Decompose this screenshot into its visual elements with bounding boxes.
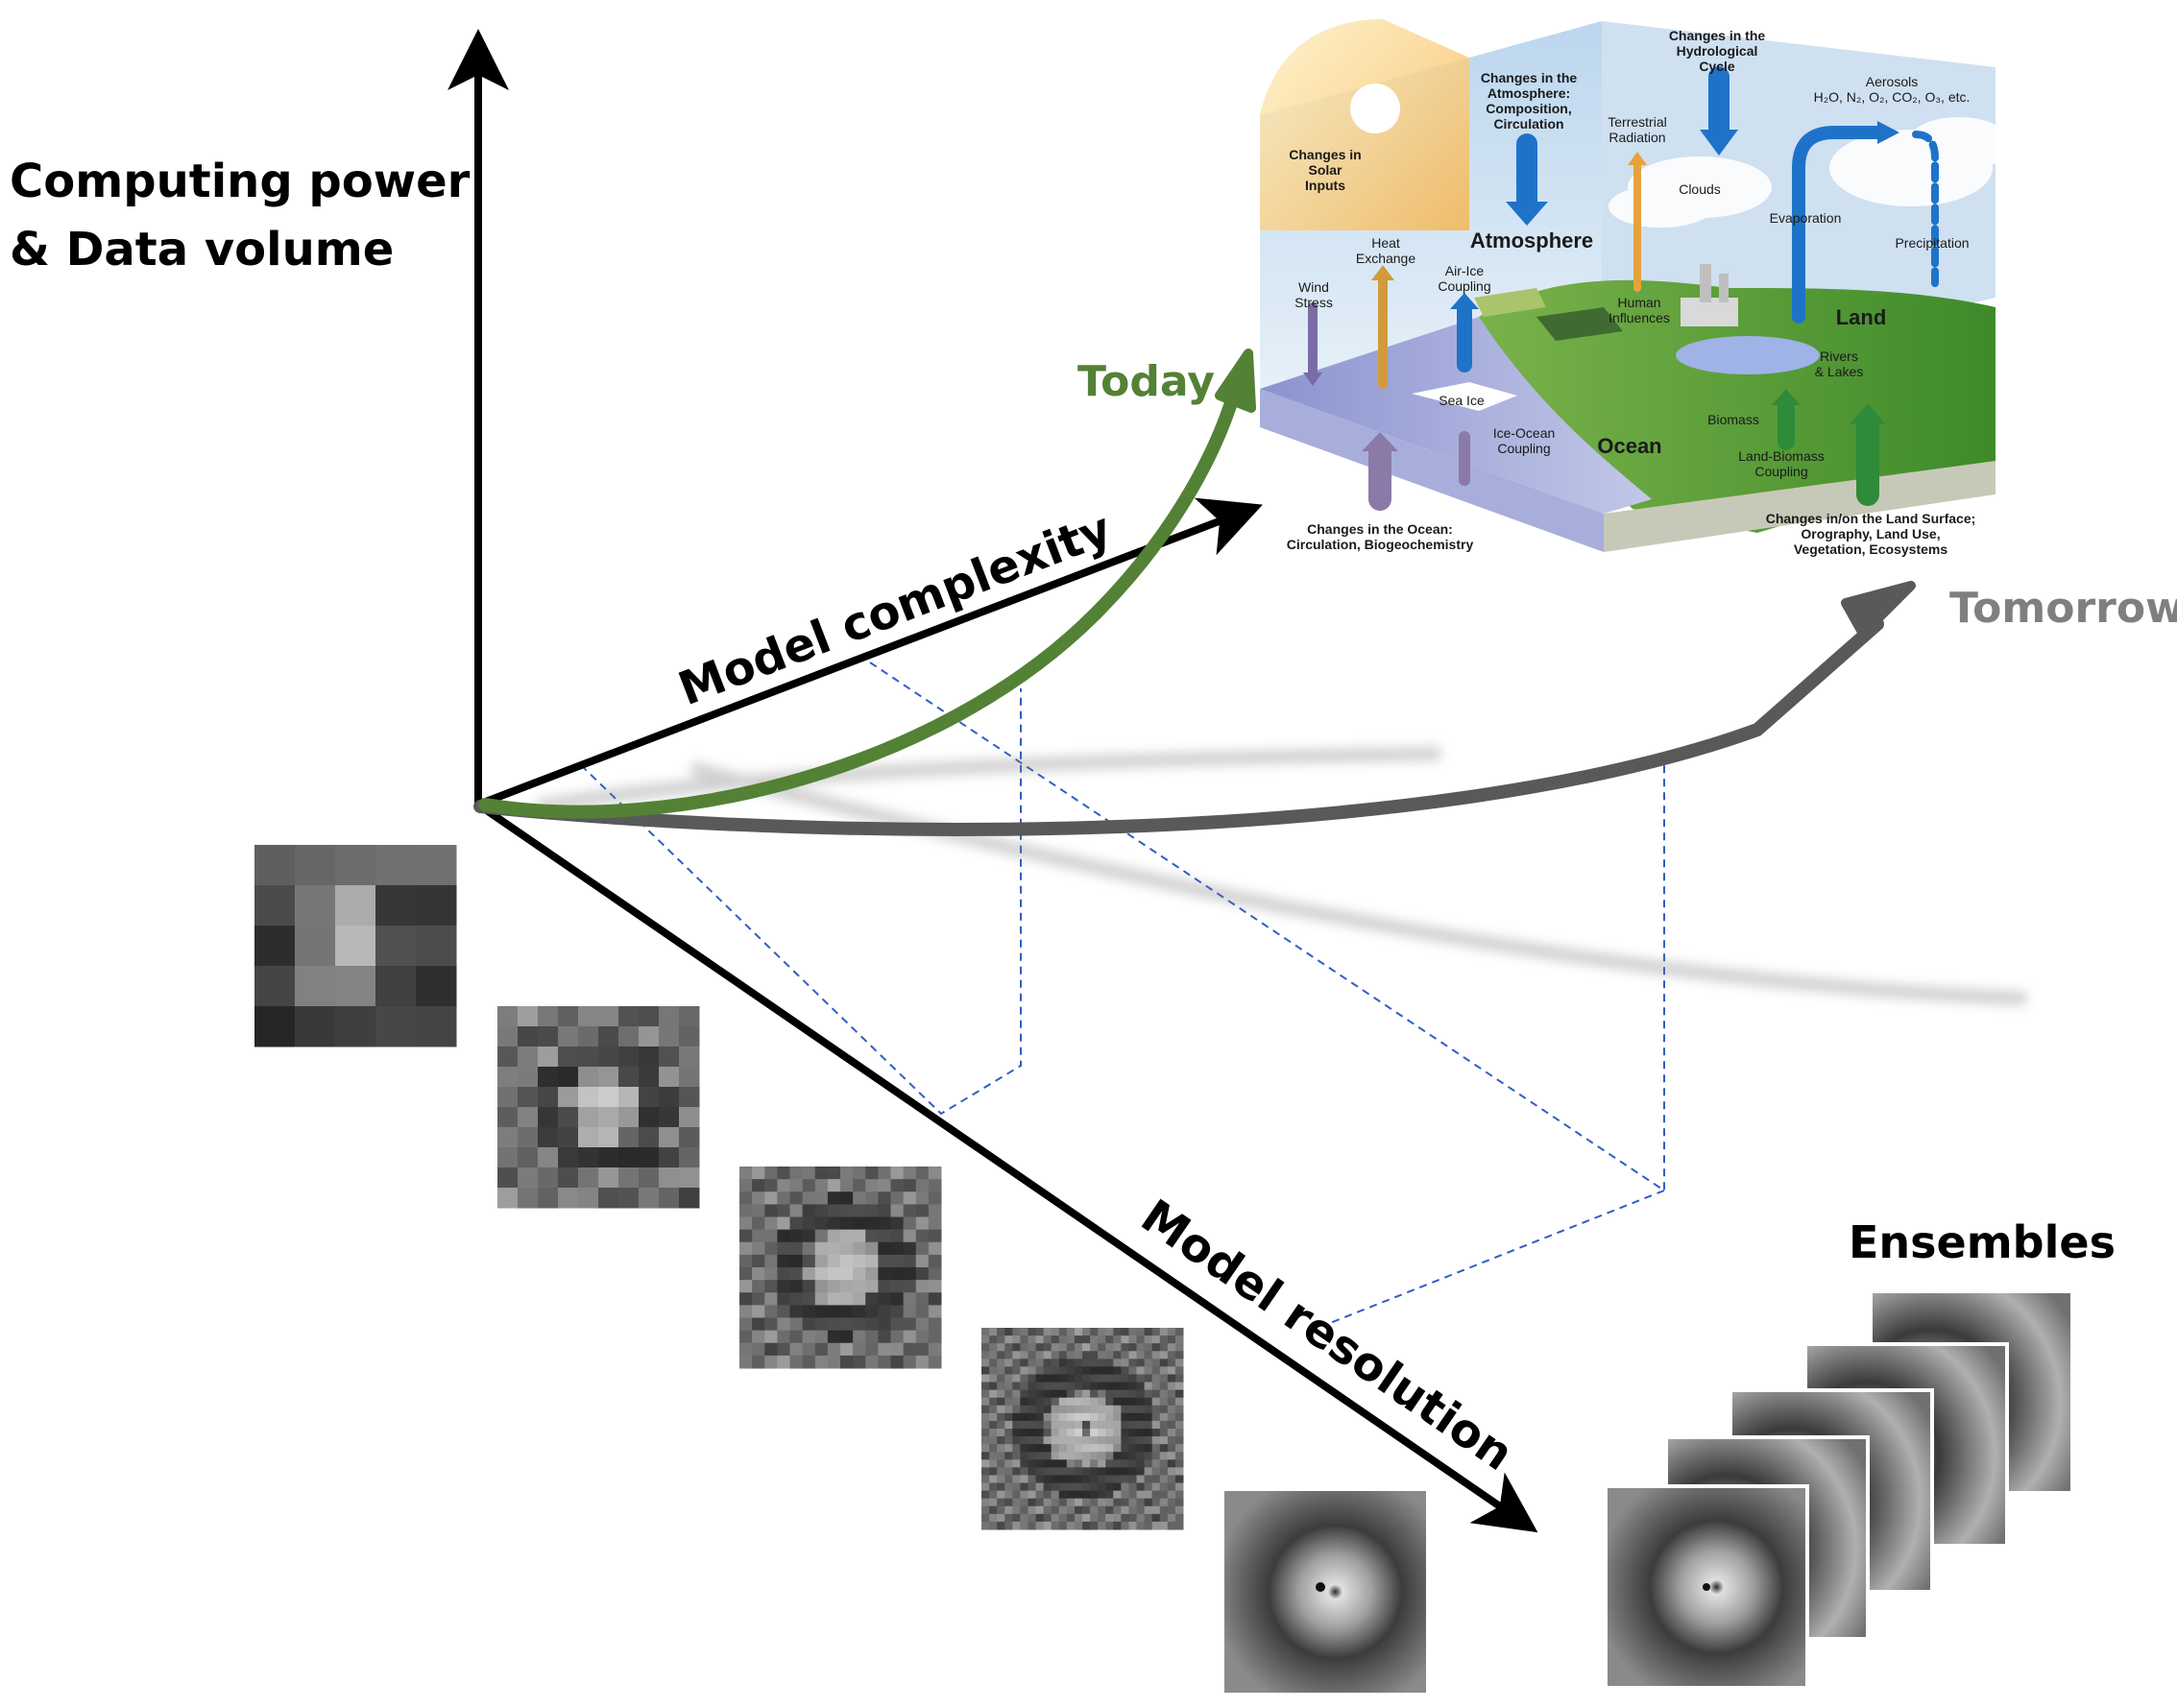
land-change-label-l3: Vegetation, Ecosystems [1794, 541, 1948, 557]
resolution-images [254, 845, 1426, 1693]
rivers-label-l1: Rivers [1820, 349, 1858, 364]
human-label-l2: Influences [1609, 310, 1670, 325]
ocean-change-label-l2: Circulation, Biogeochemistry [1287, 537, 1474, 552]
tomorrow-trajectory [473, 581, 1916, 836]
y-axis-label-line2: & Data volume [10, 223, 394, 277]
rivers-label-l2: & Lakes [1815, 364, 1864, 379]
wind-label-l2: Stress [1294, 295, 1333, 310]
airice-label-l2: Coupling [1438, 278, 1490, 294]
projection-lines [580, 662, 1665, 1326]
airice-label-l1: Air-Ice [1445, 263, 1485, 278]
human-label-l1: Human [1617, 295, 1660, 310]
precipitation-label: Precipitation [1895, 235, 1969, 251]
sea-ice-label: Sea Ice [1439, 393, 1485, 408]
ensembles-label: Ensembles [1849, 1216, 2116, 1268]
today-trajectory [478, 349, 1256, 819]
biomass-label: Biomass [1707, 412, 1759, 427]
tomorrow-label: Tomorrow [1949, 584, 2177, 633]
clouds-label: Clouds [1679, 181, 1721, 197]
hydrological-label-l2: Hydrological [1677, 43, 1758, 59]
heat-label-l1: Heat [1371, 235, 1400, 251]
resolution-tile-4 [981, 1328, 1184, 1530]
hydrological-label-l3: Cycle [1699, 59, 1735, 74]
terrestrial-label-l1: Terrestrial [1608, 114, 1666, 130]
atmos-change-label-l2: Atmosphere: [1488, 85, 1570, 101]
axes [447, 29, 1538, 1533]
iceocean-label-l1: Ice-Ocean [1493, 425, 1556, 441]
tomorrow-shadow [536, 747, 2027, 1005]
evaporation-label: Evaporation [1770, 210, 1842, 226]
resolution-tile-2 [497, 1006, 700, 1209]
ocean-change-label-l1: Changes in the Ocean: [1307, 521, 1453, 537]
aerosols-label-l2: H₂O, N₂, O₂, CO₂, O₃, etc. [1814, 89, 1971, 105]
hydrological-label-l1: Changes in the [1669, 28, 1766, 43]
solar-label-l1: Changes in [1289, 147, 1361, 162]
solar-label-l3: Inputs [1305, 178, 1345, 193]
atmosphere-label: Atmosphere [1470, 229, 1593, 253]
wind-label-l1: Wind [1298, 279, 1329, 295]
y-axis-label-line1: Computing power [10, 155, 471, 208]
complexity-axis-label: Model complexity [671, 502, 1119, 716]
iceocean-label-l2: Coupling [1497, 441, 1550, 456]
land-change-label-l1: Changes in/on the Land Surface; [1766, 511, 1976, 526]
resolution-tile-5 [1224, 1491, 1426, 1693]
atmos-change-label-l4: Circulation [1493, 116, 1563, 132]
resolution-tile-1 [254, 845, 457, 1047]
resolution-axis [475, 801, 1538, 1533]
atmos-change-label-l1: Changes in the [1481, 70, 1578, 85]
land-label: Land [1836, 305, 1887, 329]
climate-system-illustration: Changes in the Hydrological Cycle Change… [1260, 19, 2012, 557]
solar-label-l2: Solar [1308, 162, 1342, 178]
landbio-label-l1: Land-Biomass [1738, 448, 1825, 464]
terrestrial-label-l2: Radiation [1609, 130, 1665, 145]
sun-icon [1350, 84, 1400, 133]
aerosols-label-l1: Aerosols [1866, 74, 1918, 89]
ocean-label: Ocean [1597, 434, 1661, 458]
atmos-change-label-l3: Composition, [1486, 101, 1571, 116]
climate-arrows [1303, 66, 1939, 511]
land-change-label-l2: Orography, Land Use, [1801, 526, 1940, 541]
resolution-tile-3 [739, 1167, 942, 1369]
today-label: Today [1077, 357, 1215, 406]
ensemble-frame-1 [1604, 1484, 1809, 1690]
complexity-axis [476, 497, 1263, 808]
ensemble-stack [1604, 1289, 2074, 1690]
resolution-axis-label: Model resolution [1131, 1190, 1522, 1481]
landbio-label-l2: Coupling [1754, 464, 1807, 479]
heat-label-l2: Exchange [1356, 251, 1415, 266]
